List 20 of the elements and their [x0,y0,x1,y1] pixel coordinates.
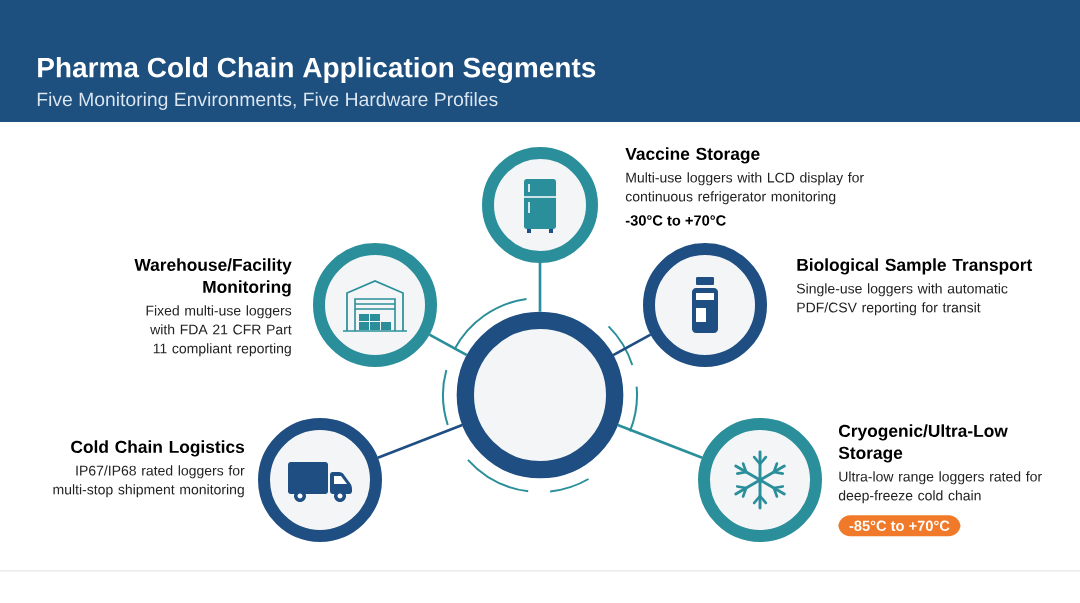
connector-line [377,423,463,459]
segment-description: Fixed multi-use loggers with FDA 21 CFR Part 11 compliant reporting [146,305,292,357]
segment-heading: Warehouse/Facility Monitoring [134,258,292,297]
connector-line [617,423,703,459]
temperature-range: -30°C to +70°C [625,215,726,226]
segment-description: Multi-use loggers with LCD display for continuous refrigerator monitoring [625,172,864,205]
segment-heading: Vaccine Storage [625,147,760,164]
connector-line [428,333,468,357]
segment-heading: Cryogenic/Ultra-Low Storage [838,424,1008,463]
segment-heading: Biological Sample Transport [797,258,1033,275]
title: Pharma Cold Chain Application Segments [38,56,596,84]
hub-circle [456,311,624,479]
subtitle: Five Monitoring Environments, Five Hardware Profiles [37,92,498,110]
connector-line [538,263,542,312]
range-pill: -85°C to +70°C [838,515,961,537]
segment-heading: Cold Chain Logistics [71,440,245,457]
connector-line [612,333,652,357]
segment-description: Ultra-low range loggers rated for deep-freeze cold chain [838,471,1042,504]
segment-description: IP67/IP68 rated loggers for multi-stop shipment monitoring [53,465,245,498]
segment-description: Single-use loggers with automatic PDF/CSV reporting for transit [796,283,1008,316]
